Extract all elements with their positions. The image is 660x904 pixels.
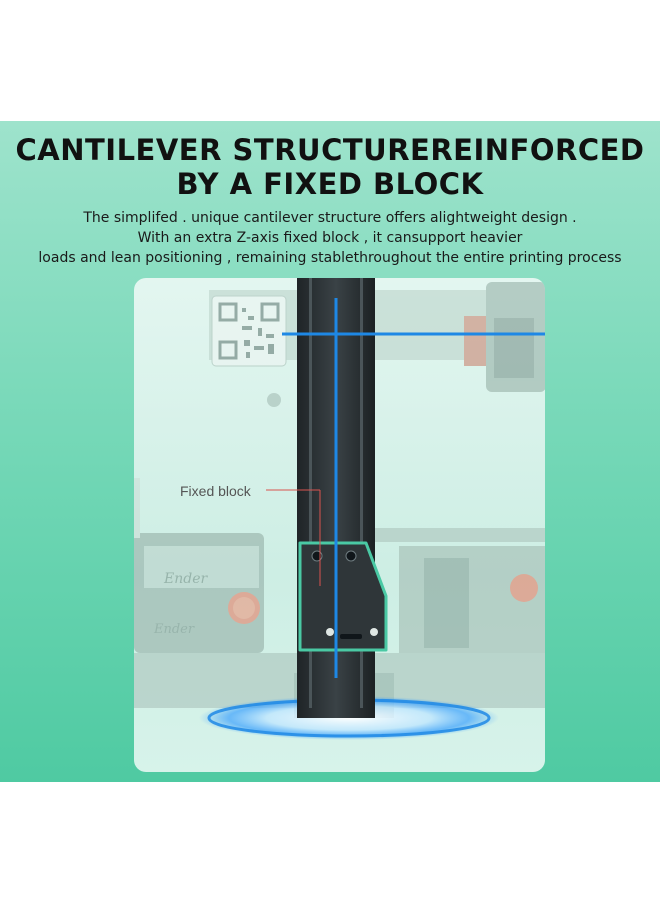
fixed-block-label: Fixed block [180, 483, 251, 499]
fixed-block-icon [298, 541, 388, 652]
description-line-2: With an extra Z-axis fixed block , it ca… [137, 230, 523, 246]
title-line-2: BY A FIXED BLOCK [176, 167, 484, 201]
title-line-1: CANTILEVER STRUCTUREREINFORCED [15, 133, 645, 167]
printer-illustration-svg: Ender Ender [134, 278, 545, 740]
svg-text:Ender: Ender [163, 571, 208, 587]
feature-banner: CANTILEVER STRUCTUREREINFORCED BY A FIXE… [0, 121, 660, 782]
callout-line [266, 489, 321, 586]
highlight-lines [282, 298, 545, 678]
printer-display-icon: Ender Ender [134, 533, 264, 653]
description-line-1: The simplifed . unique cantilever struct… [83, 210, 577, 226]
description-line-3: loads and lean positioning , remaining s… [38, 250, 622, 266]
product-illustration: Ender Ender [134, 278, 545, 772]
knob-icon [228, 592, 260, 624]
feature-description: The simplifed . unique cantilever struct… [0, 208, 660, 268]
page-title: CANTILEVER STRUCTUREREINFORCED BY A FIXE… [0, 133, 660, 201]
qr-code-icon [211, 295, 287, 367]
svg-text:Ender: Ender [153, 622, 195, 637]
